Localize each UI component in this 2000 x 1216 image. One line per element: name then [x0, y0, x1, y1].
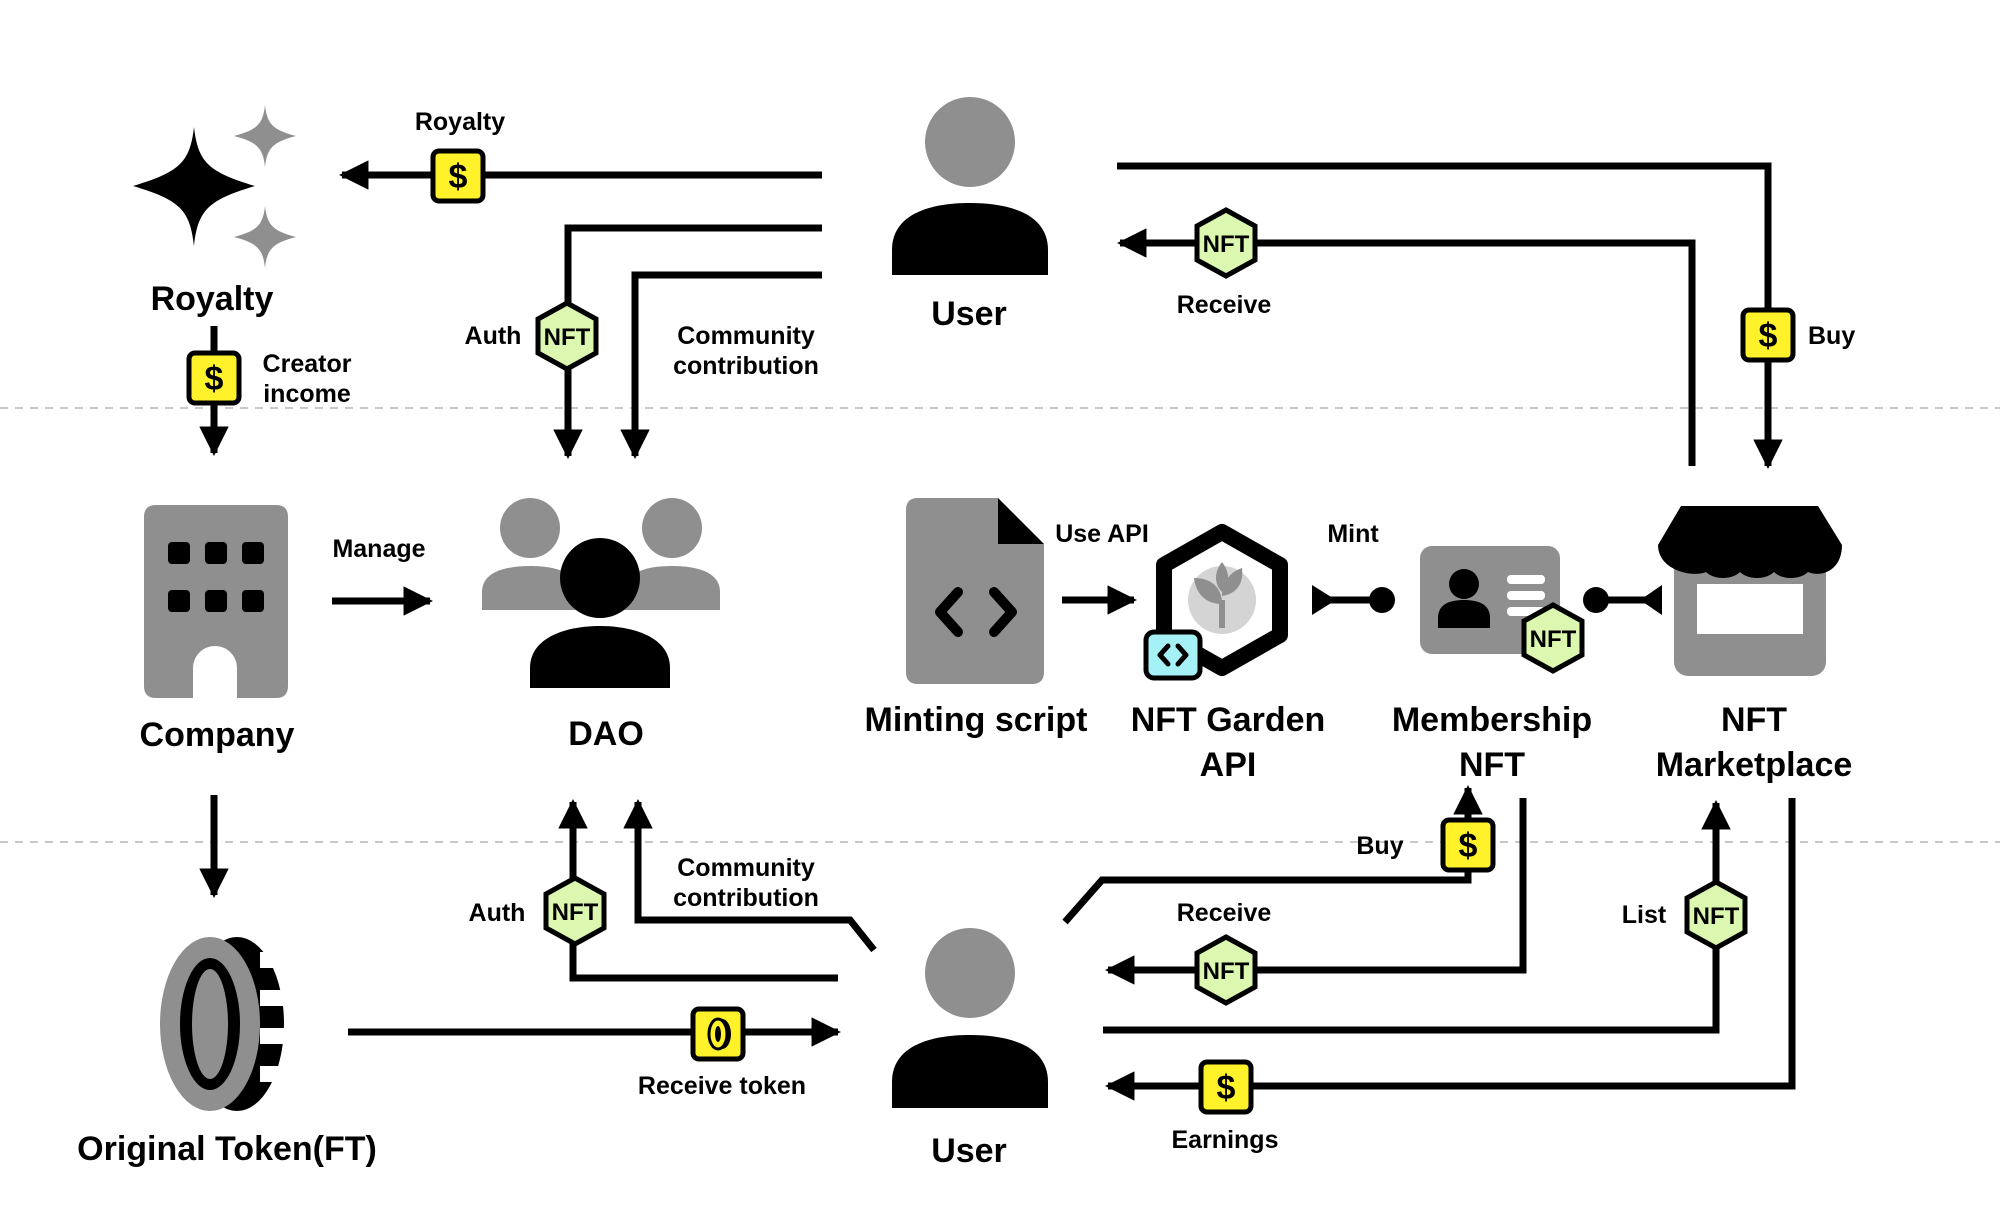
storefront-icon: [1658, 506, 1842, 676]
edge-auth-top: [553, 224, 822, 459]
node-label-marketplace-line2: Marketplace: [1656, 746, 1853, 784]
edge-label-list: List: [1622, 901, 1667, 929]
buy-top-dollar-badge: $: [1743, 310, 1793, 360]
svg-text:$: $: [205, 360, 224, 398]
membership-nft-badge: NFT: [1524, 605, 1582, 671]
svg-text:NFT: NFT: [544, 324, 591, 351]
edge-label-receive-top: Receive: [1177, 291, 1272, 319]
edge-connector-dot: [1583, 587, 1609, 613]
edge-label-buy-top: Buy: [1808, 322, 1855, 350]
person-icon: [892, 928, 1048, 1108]
edge-mint-start-tick: [1312, 585, 1336, 615]
svg-text:NFT: NFT: [1693, 903, 1740, 930]
edge-label-auth-bottom: Auth: [469, 899, 526, 927]
token-coin-badge: [690, 1006, 746, 1062]
edge-label-receive-token: Receive token: [638, 1072, 806, 1100]
edge-list: [1103, 800, 1731, 1034]
buy-bottom-dollar-badge: $: [1443, 820, 1493, 870]
svg-text:$: $: [1217, 1069, 1236, 1107]
edge-label-auth-top: Auth: [465, 322, 522, 350]
edge-label-earnings: Earnings: [1172, 1126, 1279, 1154]
edge-mint-end-dot: [1369, 587, 1395, 613]
edge-receive-top: [1117, 228, 1696, 466]
edge-community-bottom: [623, 799, 877, 953]
auth-bottom-nft-badge: NFT: [546, 878, 604, 944]
code-file-icon: [906, 498, 1044, 684]
svg-text:$: $: [449, 158, 468, 196]
edge-auth-bottom: [558, 799, 838, 982]
edge-label-community-top-2: contribution: [673, 352, 819, 380]
auth-top-nft-badge: NFT: [538, 303, 596, 369]
earnings-dollar-badge: $: [1201, 1062, 1251, 1112]
edge-label-use-api: Use API: [1055, 520, 1149, 548]
node-label-royalty: Royalty: [151, 280, 274, 318]
edge-label-royalty: Royalty: [415, 108, 505, 136]
svg-text:$: $: [1759, 317, 1778, 355]
edge-label-buy-bottom: Buy: [1356, 832, 1403, 860]
edge-label-receive-bottom: Receive: [1177, 899, 1272, 927]
svg-text:NFT: NFT: [1203, 958, 1250, 985]
building-icon: [144, 505, 288, 698]
edge-label-manage: Manage: [332, 535, 425, 563]
creator-income-dollar-badge: $: [189, 353, 239, 403]
group-icon: [482, 498, 720, 688]
sparkles-icon: [133, 105, 296, 268]
svg-text:$: $: [1459, 827, 1478, 865]
edge-label-community-top-1: Community: [677, 322, 815, 350]
edge-connector-tick: [1640, 585, 1662, 615]
edge-buy-top: [1117, 162, 1783, 469]
node-label-membership-line2: NFT: [1459, 746, 1525, 784]
node-label-company: Company: [140, 716, 295, 754]
node-label-minting-script: Minting script: [865, 701, 1088, 739]
receive-bottom-nft-badge: NFT: [1197, 937, 1255, 1003]
node-label-user-top: User: [931, 295, 1007, 333]
person-icon: [892, 97, 1048, 275]
edge-label-creator-income-2: income: [263, 380, 351, 408]
edge-earnings: [1105, 798, 1796, 1101]
edge-label-community-bottom-2: contribution: [673, 884, 819, 912]
svg-text:NFT: NFT: [1530, 626, 1577, 653]
node-label-user-bottom: User: [931, 1132, 1007, 1170]
receive-top-nft-badge: NFT: [1197, 210, 1255, 276]
royalty-dollar-badge: $: [433, 151, 483, 201]
list-nft-badge: NFT: [1687, 882, 1745, 948]
edge-label-community-bottom-1: Community: [677, 854, 815, 882]
node-label-original-token: Original Token(FT): [77, 1130, 377, 1168]
coin-icon: [160, 937, 292, 1111]
node-label-nft-garden-line1: NFT Garden: [1131, 701, 1326, 739]
edge-label-creator-income-1: Creator: [263, 350, 352, 378]
node-label-marketplace-line1: NFT: [1721, 701, 1787, 739]
node-label-membership-line1: Membership: [1392, 701, 1592, 739]
node-label-nft-garden-line2: API: [1200, 746, 1257, 784]
node-label-dao: DAO: [568, 715, 644, 753]
code-badge-icon: [1143, 629, 1203, 681]
edge-label-mint: Mint: [1327, 520, 1379, 548]
svg-text:NFT: NFT: [1203, 231, 1250, 258]
svg-text:NFT: NFT: [552, 899, 599, 926]
edge-community-top: [620, 271, 822, 459]
